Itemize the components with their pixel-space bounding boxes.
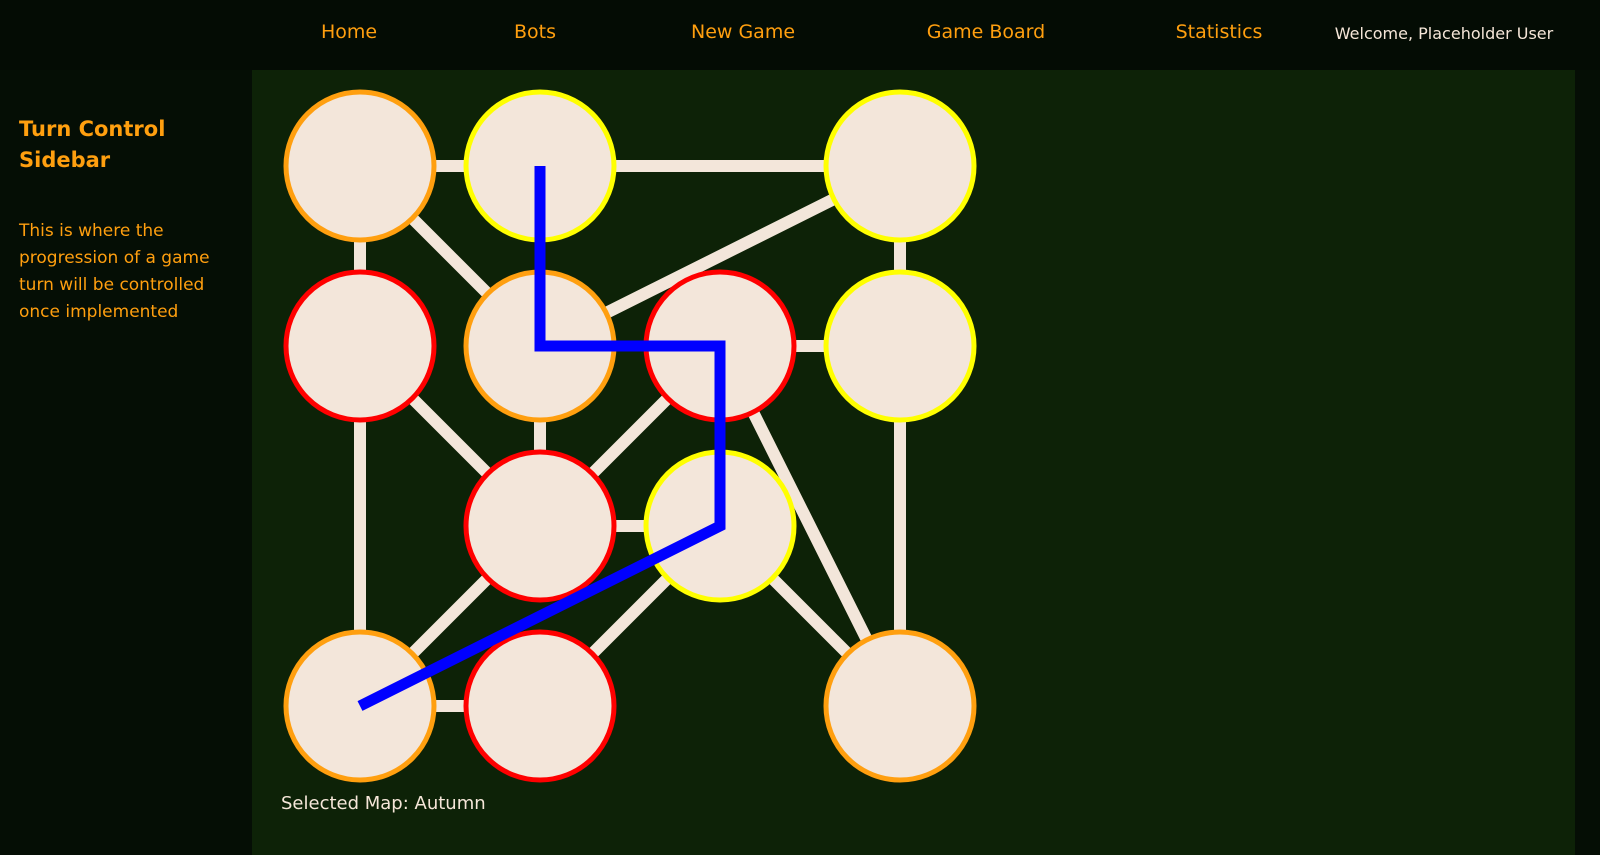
territory-node-r0c3[interactable] bbox=[823, 89, 977, 243]
territory-node-r3c3[interactable] bbox=[823, 629, 977, 783]
territory-node-r1c3[interactable] bbox=[823, 269, 977, 423]
sidebar-title: Turn Control Sidebar bbox=[19, 117, 166, 172]
welcome-message: Welcome, Placeholder User bbox=[1334, 24, 1554, 43]
territory-node-r3c1[interactable] bbox=[463, 629, 617, 783]
territory-node-r2c1[interactable] bbox=[463, 449, 617, 603]
nav-statistics-link[interactable]: Statistics bbox=[1175, 21, 1263, 43]
nav-new-game-link[interactable]: New Game bbox=[690, 21, 796, 43]
move-path bbox=[357, 166, 726, 711]
nav-game-board-link[interactable]: Game Board bbox=[926, 21, 1046, 43]
nav-bots-link[interactable]: Bots bbox=[513, 21, 557, 43]
selected-map-label: Selected Map: Autumn bbox=[281, 793, 486, 814]
game-board-map[interactable] bbox=[252, 70, 1252, 785]
territory-node-r1c0[interactable] bbox=[283, 269, 437, 423]
top-navigation-bar: Home Bots New Game Game Board Statistics… bbox=[0, 0, 1600, 70]
sidebar-description: This is where the progression of a game … bbox=[19, 221, 210, 322]
turn-control-sidebar: Turn Control Sidebar This is where the p… bbox=[0, 70, 252, 855]
edges-layer bbox=[354, 160, 906, 712]
game-board-panel: Selected Map: Autumn bbox=[252, 70, 1575, 855]
nav-home-link[interactable]: Home bbox=[320, 21, 378, 43]
territory-node-r0c0[interactable] bbox=[283, 89, 437, 243]
